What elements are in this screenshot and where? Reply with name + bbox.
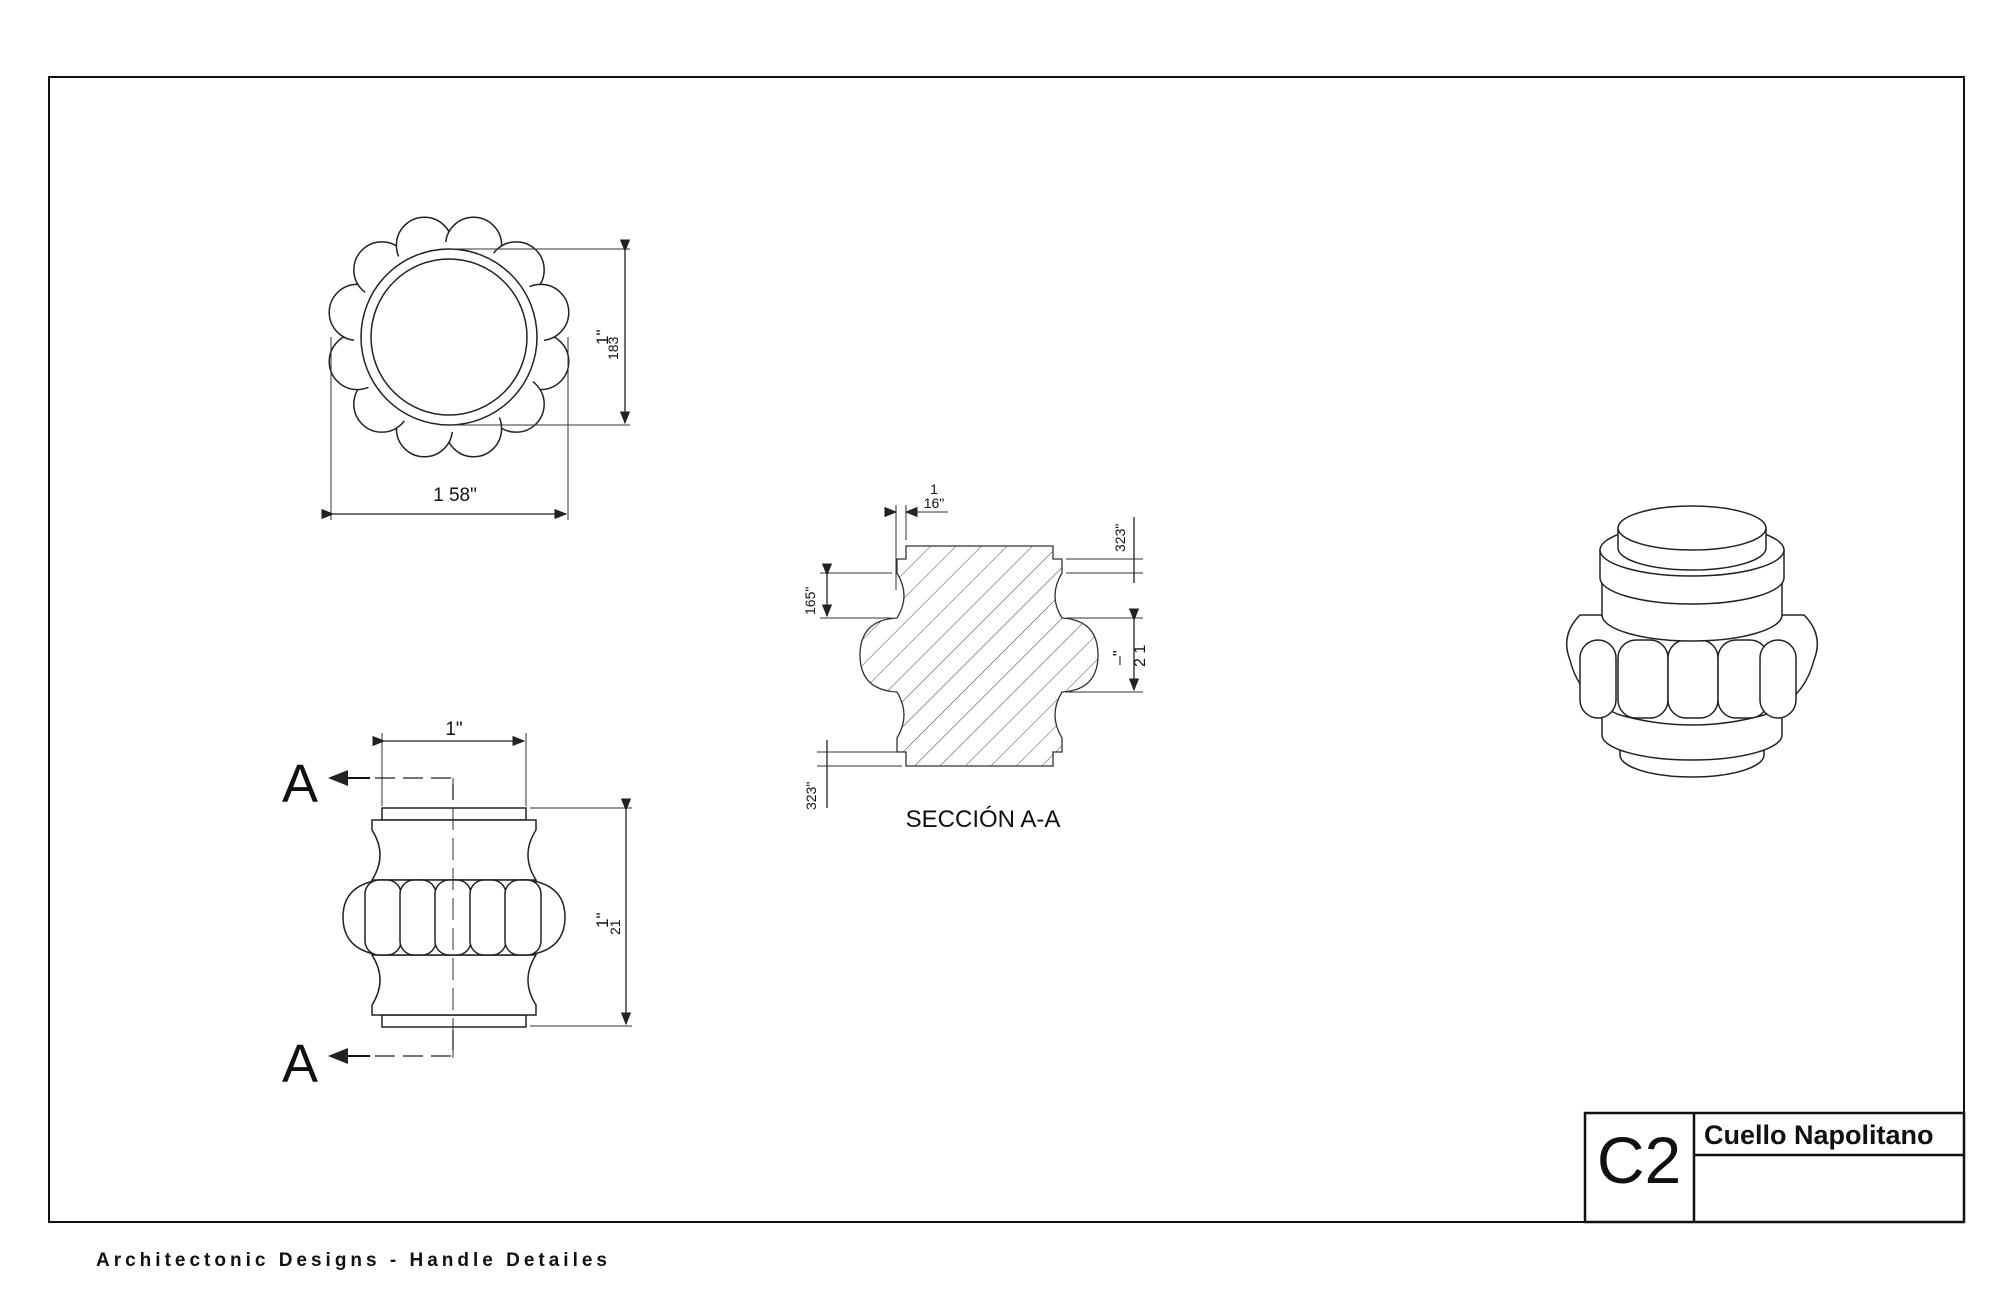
- isometric-view: [1565, 505, 1819, 778]
- section-mark-bottom: A: [282, 1034, 318, 1094]
- section-cut-line: [375, 777, 454, 800]
- iso-beads: [1579, 639, 1797, 719]
- dim-right-mid-b: –": [1111, 650, 1128, 665]
- top-view-inner-ring: [370, 258, 528, 416]
- dim-left-bottom: 323": [803, 782, 819, 810]
- sheet-border: [48, 76, 1965, 1223]
- front-width-dim: 1": [445, 719, 462, 740]
- dim-right-top: 323": [1112, 524, 1128, 552]
- top-height-dim-a: 1": [593, 330, 612, 346]
- front-height-dim-a: 1": [593, 913, 612, 929]
- sheet-code: C2: [1597, 1123, 1681, 1197]
- front-top-cap: [381, 807, 527, 821]
- section-profile: [859, 545, 1099, 767]
- dim-top-num: 1: [930, 481, 938, 497]
- section-cut-line: [375, 1030, 454, 1057]
- footer-caption: Architectonic Designs - Handle Detailes: [96, 1250, 611, 1271]
- top-view: 1 58" 1" 183: [321, 216, 631, 520]
- title-block: C2 Cuello Napolitano: [1583, 1111, 1966, 1224]
- section-mark-top: A: [282, 754, 318, 814]
- front-view: 1" 1" 21 A A: [282, 719, 632, 1094]
- bead: [1667, 639, 1719, 719]
- section-a-a: 1 16" 323" 165" 2 1 –" 323" SECCIÓN A-A: [802, 481, 1149, 833]
- bead: [469, 879, 507, 956]
- bead: [364, 879, 402, 956]
- bead: [1579, 639, 1617, 719]
- top-height-dim-b: 183: [605, 336, 621, 360]
- bead: [504, 879, 542, 956]
- title-block-frame: [1583, 1111, 1966, 1224]
- front-bottom-cap: [381, 1014, 527, 1028]
- bead: [1759, 639, 1797, 719]
- dim-top-den: 16": [924, 495, 945, 511]
- top-width-dim: 1 58": [433, 485, 477, 506]
- bead: [399, 879, 437, 956]
- section-label: SECCIÓN A-A: [906, 806, 1061, 833]
- iso-cap-top: [1617, 505, 1767, 551]
- front-lower-neck: [370, 954, 538, 1016]
- front-height-dim-b: 21: [607, 919, 623, 935]
- dim-right-mid-a: 2 1: [1132, 645, 1149, 667]
- front-upper-neck: [370, 819, 538, 881]
- dim-left-mid: 165": [802, 587, 818, 615]
- sheet-title: Cuello Napolitano: [1704, 1120, 1934, 1150]
- bead: [1617, 639, 1669, 719]
